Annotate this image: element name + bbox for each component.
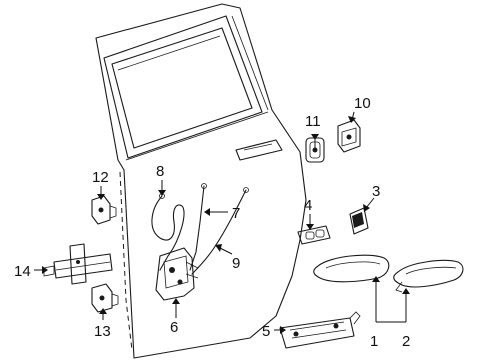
- part-1-outside-handle: [313, 254, 390, 283]
- part-7-rod: [189, 183, 207, 271]
- callout-9: 9: [232, 255, 240, 272]
- callout-1: 1: [370, 333, 378, 350]
- callout-2: 2: [402, 333, 410, 350]
- callout-11: 11: [305, 113, 321, 130]
- part-5-handle-bracket: [279, 311, 361, 349]
- part-9-handle-cable: [191, 187, 249, 275]
- callout-13: 13: [94, 323, 111, 340]
- callout-6: 6: [170, 319, 178, 336]
- part-8-lock-cable: [151, 193, 185, 271]
- callout-4: 4: [304, 197, 312, 214]
- part-10-striker: [337, 119, 361, 153]
- part-4-handle-bezel: [297, 225, 331, 245]
- callout-8: 8: [156, 163, 164, 180]
- part-6-door-latch: [155, 247, 199, 301]
- part-13-lower-hinge: [91, 283, 119, 313]
- callout-14: 14: [14, 263, 31, 280]
- leader-lines: [34, 111, 410, 334]
- part-3-handle-cap: [349, 207, 369, 235]
- part-12-upper-hinge: [91, 195, 117, 225]
- part-2-outside-handle-alt: [393, 259, 464, 293]
- callout-12: 12: [92, 169, 109, 186]
- callout-3: 3: [372, 183, 380, 200]
- part-14-door-check: [43, 243, 113, 285]
- callout-7: 7: [232, 205, 240, 222]
- callout-5: 5: [262, 323, 270, 340]
- callout-labels: 1 2 3 4 5 6 7 8 9 10 11 12 13 14: [14, 95, 410, 350]
- door-shell: [95, 3, 307, 359]
- callout-10: 10: [354, 95, 371, 112]
